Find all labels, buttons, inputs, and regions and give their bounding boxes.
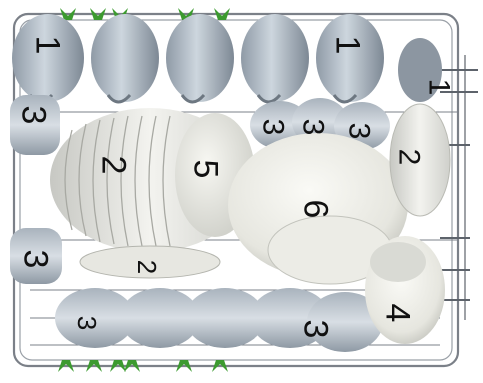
label-glass-bottom: 3 bbox=[298, 320, 332, 339]
saucepan bbox=[365, 236, 445, 344]
label-glass-top-3: 3 bbox=[343, 123, 373, 140]
label-glass-top-1: 3 bbox=[257, 119, 287, 136]
label-plate-bottom: 2 bbox=[134, 260, 160, 274]
label-glass-top-2: 3 bbox=[297, 119, 327, 136]
label-plate-right: 2 bbox=[393, 149, 423, 166]
cups-top-row bbox=[12, 14, 442, 102]
label-bowl: 5 bbox=[188, 160, 222, 179]
label-glass-top-left: 3 bbox=[16, 106, 50, 125]
label-cups-2: 1 bbox=[330, 36, 364, 55]
label-cups-1: 1 bbox=[30, 36, 64, 55]
label-saucepan: 4 bbox=[380, 304, 414, 323]
label-glass-bottom-left: 3 bbox=[74, 316, 100, 330]
label-cup-right: 1 bbox=[423, 79, 453, 96]
label-platter: 6 bbox=[298, 200, 332, 219]
label-plate-stack: 2 bbox=[96, 156, 130, 175]
label-glass-mid-left: 3 bbox=[18, 250, 52, 269]
